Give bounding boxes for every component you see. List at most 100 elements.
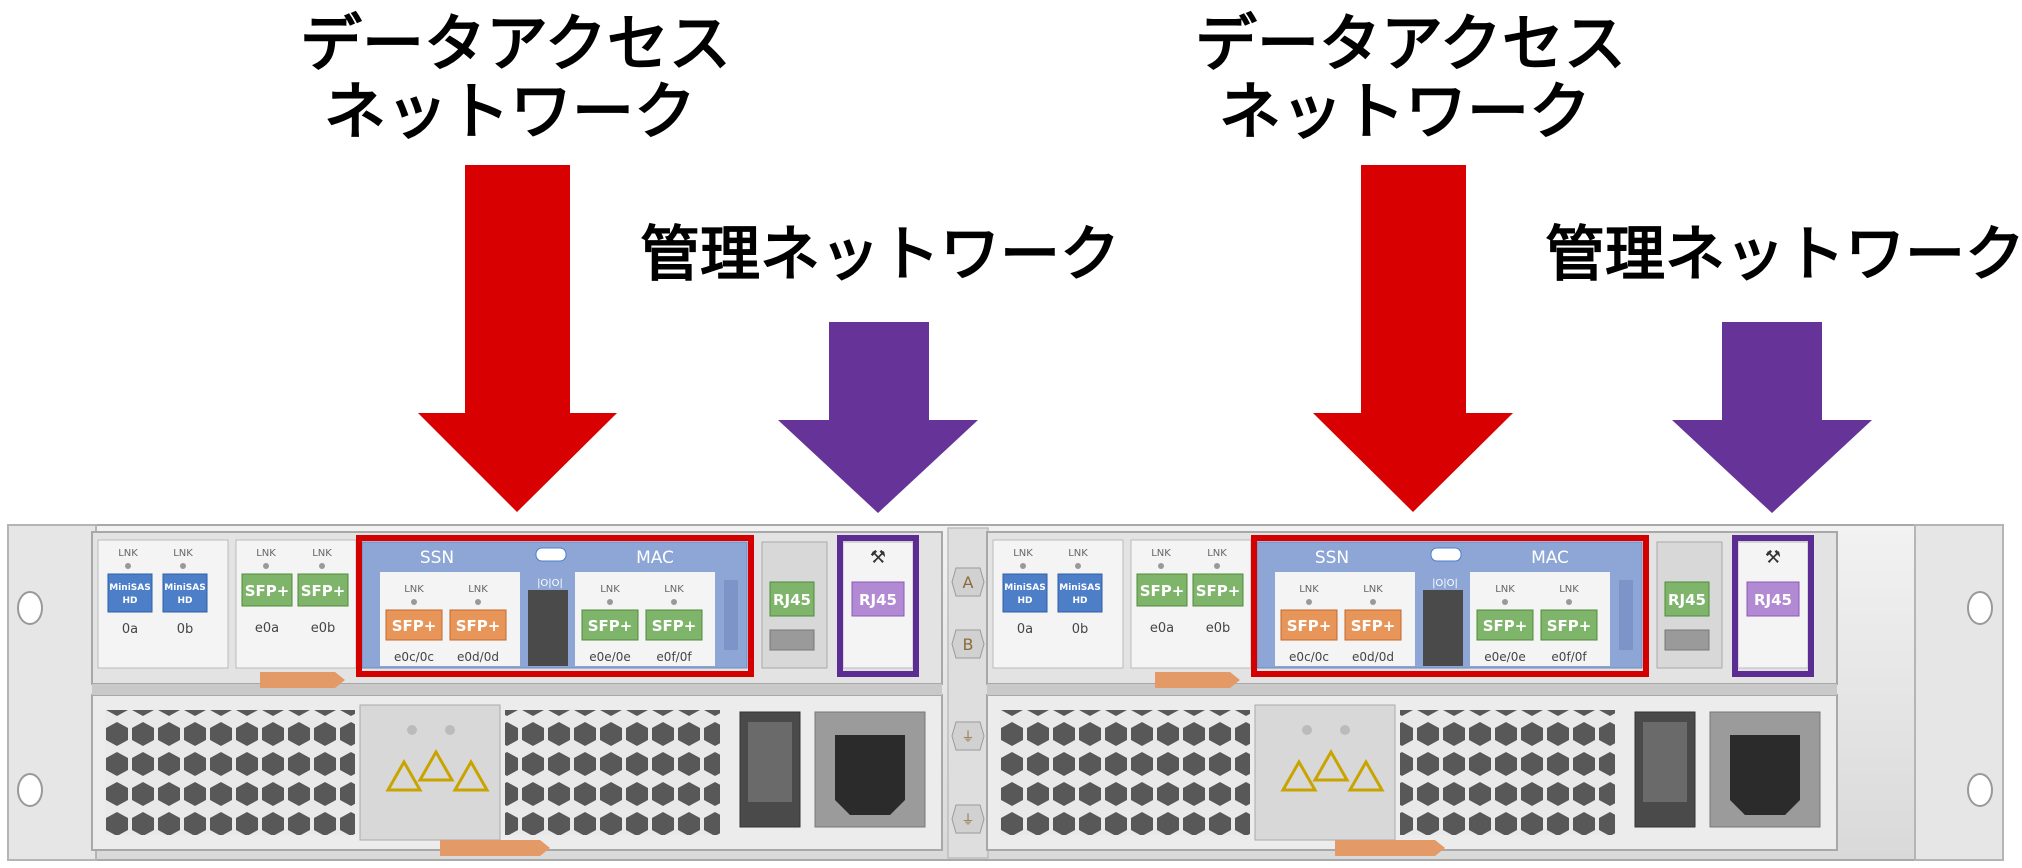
slot-markers: A B ⏚ ⏚ (951, 567, 985, 834)
mezzanine-sfp-label: SFP+ (1351, 617, 1396, 635)
data-label-line1-right: データアクセス (1195, 7, 1626, 80)
link-label: LNK (1299, 584, 1319, 595)
minisas-port[interactable] (1002, 573, 1048, 613)
mezzanine-side-indicator (724, 580, 738, 650)
mezzanine-sfp-label: SFP+ (456, 617, 501, 635)
minisas-port[interactable] (107, 573, 153, 613)
management-rj45-port[interactable] (851, 581, 905, 617)
power-inlet[interactable] (835, 735, 905, 815)
sfp-label: SFP+ (1140, 582, 1185, 600)
minisas-port[interactable] (162, 573, 208, 613)
data-ports-highlight (356, 535, 754, 677)
psu-vent-right (1400, 710, 1615, 835)
mezzanine-side-indicator (1619, 580, 1633, 650)
link-led (1502, 599, 1508, 605)
link-label: LNK (1207, 548, 1227, 559)
controller-latch (1155, 672, 1240, 688)
controller-latch (260, 672, 345, 688)
minisas-label: HD (122, 596, 137, 606)
power-switch[interactable] (1643, 722, 1687, 802)
link-label: LNK (1151, 548, 1171, 559)
mgmt-arrow-left (778, 322, 978, 513)
link-led (1158, 563, 1164, 569)
link-led (671, 599, 677, 605)
mezzanine-sfp-port[interactable] (581, 609, 639, 641)
minisas-label: HD (177, 596, 192, 606)
power-switch[interactable] (748, 722, 792, 802)
usb-port[interactable] (1664, 629, 1710, 651)
psu-warning-panel (359, 704, 501, 841)
mezzanine-sfp-label: SFP+ (1547, 617, 1592, 635)
link-led (180, 563, 186, 569)
warning-icon (1280, 758, 1318, 792)
data-label-line1-left: データアクセス (300, 7, 731, 80)
mezzanine-port-label: e0c/0c (394, 650, 434, 664)
controller-a: LNKMiniSASHD0aLNKMiniSASHD0bLNKSFP+e0aLN… (91, 531, 943, 856)
link-led (319, 563, 325, 569)
link-led (475, 599, 481, 605)
mezzanine-sfp-port[interactable] (1540, 609, 1598, 641)
mezzanine-sfp-port[interactable] (1280, 609, 1338, 641)
mezzanine-led (535, 547, 567, 562)
slot-letter-a: A (963, 573, 974, 592)
mezzanine-sfp-port[interactable] (449, 609, 507, 641)
management-rj45-port[interactable] (1746, 581, 1800, 617)
psu-warning-panel (1254, 704, 1396, 841)
data-arrow-right (1313, 165, 1513, 512)
mezzanine-port-label: e0c/0c (1289, 650, 1329, 664)
power-inlet[interactable] (1730, 735, 1800, 815)
mezzanine-port-label: e0e/0e (589, 650, 630, 664)
rj45-port[interactable] (769, 581, 815, 617)
svg-text:⏚: ⏚ (961, 813, 974, 828)
minisas-port-label: 0b (1072, 622, 1089, 637)
rail (92, 684, 942, 695)
link-led (125, 563, 131, 569)
rj45-port[interactable] (1664, 581, 1710, 617)
sfp-port[interactable] (241, 573, 293, 607)
link-label: LNK (600, 584, 620, 595)
usb-port[interactable] (769, 629, 815, 651)
warning-icon (1347, 758, 1385, 792)
warning-icon (385, 758, 423, 792)
mezzanine-icon: |O|O| (1432, 578, 1458, 589)
controller-b: LNKMiniSASHD0aLNKMiniSASHD0bLNKSFP+e0aLN… (986, 531, 1838, 856)
link-label: LNK (404, 584, 424, 595)
mezzanine-sfp-port[interactable] (1344, 609, 1402, 641)
sfp-port[interactable] (1192, 573, 1244, 607)
sfp-port-label: e0a (1150, 621, 1174, 636)
mezzanine-sfp-port[interactable] (645, 609, 703, 641)
minisas-port[interactable] (1057, 573, 1103, 613)
sfp-label: SFP+ (1196, 582, 1241, 600)
psu-latch (440, 840, 550, 856)
mezzanine-title-mac: MAC (636, 548, 674, 568)
mezzanine-center-module (528, 590, 568, 666)
link-led (1306, 599, 1312, 605)
management-network-label-right: 管理ネットワーク (1545, 220, 2022, 290)
psu-led (445, 725, 455, 735)
data-access-network-label-right: データアクセス ネットワーク (1195, 7, 1626, 146)
sfp-port[interactable] (1136, 573, 1188, 607)
psu-led (407, 725, 417, 735)
sfp-label: SFP+ (245, 582, 290, 600)
mezzanine-led (1430, 547, 1462, 562)
link-led (1020, 563, 1026, 569)
sfp-port[interactable] (297, 573, 349, 607)
slot-letter-b: B (963, 635, 974, 654)
psu-led (1302, 725, 1312, 735)
mezzanine-port-label: e0d/0d (1352, 650, 1394, 664)
link-label: LNK (118, 548, 138, 559)
minisas-label: MiniSAS (1004, 583, 1045, 593)
minisas-label: HD (1072, 596, 1087, 606)
link-label: LNK (468, 584, 488, 595)
warning-icon (1312, 748, 1350, 782)
mezzanine-port-label: e0f/0f (656, 650, 692, 664)
mezzanine-sfp-port[interactable] (385, 609, 443, 641)
minisas-port-label: 0a (1017, 622, 1033, 637)
link-led (1370, 599, 1376, 605)
psu-vent-left (105, 710, 355, 835)
management-rj45-label: RJ45 (859, 591, 897, 609)
management-network-label-left: 管理ネットワーク (640, 220, 1120, 290)
mezzanine-sfp-port[interactable] (1476, 609, 1534, 641)
minisas-label: MiniSAS (109, 583, 150, 593)
mezzanine-sfp-label: SFP+ (652, 617, 697, 635)
